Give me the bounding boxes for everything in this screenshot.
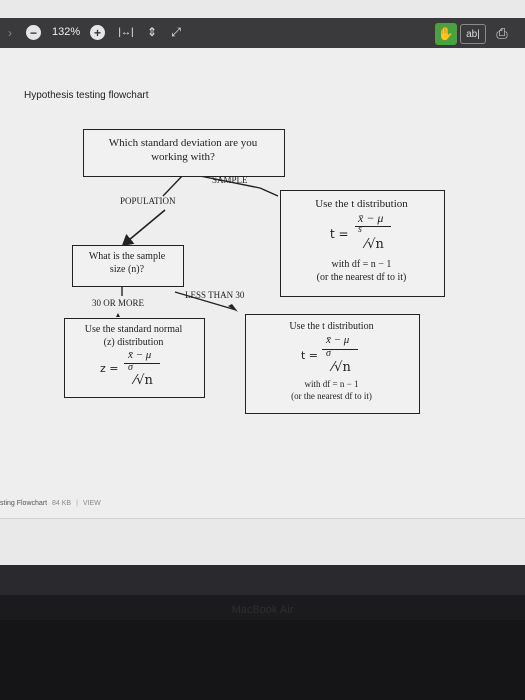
- print-icon[interactable]: ⎙: [496, 24, 508, 41]
- laptop-brand: MacBook Air: [231, 604, 294, 616]
- z-fraction-bar: [124, 363, 160, 364]
- zoom-level[interactable]: 132%: [52, 26, 81, 38]
- t-top-denominator: s: [358, 224, 362, 235]
- z-heading-line2: (z) distribution: [103, 337, 164, 348]
- connector-small-arrow: [116, 313, 120, 317]
- t-top-numerator: x̄ − μ: [358, 211, 384, 225]
- sample-label: SAMPLE: [212, 175, 248, 185]
- t-distribution-box-top: [280, 190, 445, 297]
- sample-size-line2: size (n)?: [109, 264, 145, 275]
- zoom-in-button[interactable]: +: [90, 25, 105, 40]
- z-numerator: x̄ − μ: [128, 349, 152, 361]
- t-bottom-heading: Use the t distribution: [289, 321, 374, 332]
- population-label: POPULATION: [120, 196, 176, 206]
- view-link[interactable]: VIEW: [82, 500, 101, 507]
- t-distribution-box-bottom: [245, 314, 420, 414]
- screen: › − 132% + |↔| ⇕ ⤢ ✋ ab| ⎙ Hypothesis te…: [0, 0, 525, 565]
- file-size: 84 KB: [52, 500, 72, 507]
- fit-width-icon[interactable]: |↔|: [118, 26, 134, 38]
- t-top-nearest: (or the nearest df to it): [316, 272, 407, 283]
- file-name: sting Flowchart: [0, 500, 48, 507]
- sample-size-box: [72, 245, 184, 287]
- desk-area: [0, 620, 525, 700]
- hand-tool-button[interactable]: ✋: [435, 23, 457, 45]
- start-question-line2: working with?: [151, 151, 215, 163]
- page-divider: [0, 518, 525, 519]
- zoom-out-button[interactable]: −: [26, 25, 41, 40]
- connector-population-arrow: [121, 209, 166, 247]
- t-bottom-nearest: (or the nearest df to it): [291, 391, 372, 401]
- text-tool-button[interactable]: ab|: [460, 24, 486, 44]
- t-top-sqrt-n: ⁄√n: [365, 237, 384, 252]
- t-bottom-sqrt-n: ⁄√n: [332, 360, 351, 375]
- divider: |: [76, 500, 78, 507]
- t-bottom-fraction-bar: [322, 349, 358, 350]
- chevron-right-icon[interactable]: ›: [8, 26, 12, 40]
- small-sample-label: LESS THAN 30: [185, 290, 245, 300]
- start-question-line1: Which standard deviation are you: [108, 137, 258, 149]
- sample-size-line1: What is the sample: [88, 251, 166, 262]
- hand-icon: ✋: [437, 26, 455, 41]
- connector-less-than: [174, 291, 237, 311]
- z-sqrt-n: ⁄√n: [134, 373, 153, 388]
- file-status-bar: sting Flowchart 84 KB | VIEW: [0, 500, 101, 507]
- t-top-heading: Use the t distribution: [315, 198, 408, 210]
- large-sample-label: 30 OR MORE: [92, 298, 145, 308]
- start-question-box: [83, 129, 285, 177]
- t-bottom-numerator: x̄ − μ: [326, 334, 350, 346]
- page-title: Hypothesis testing flowchart: [24, 90, 149, 101]
- z-lhs: z =: [100, 362, 119, 375]
- t-bottom-lhs: t =: [301, 349, 319, 362]
- t-bottom-df: with df = n − 1: [304, 379, 359, 389]
- connector-to-sample-box: [259, 187, 279, 197]
- laptop-bezel: [0, 565, 525, 595]
- z-denominator: σ: [128, 362, 133, 373]
- fullscreen-icon[interactable]: ⤢: [171, 24, 181, 39]
- t-top-fraction-bar: [355, 226, 391, 227]
- fit-page-icon[interactable]: ⇕: [146, 25, 158, 39]
- t-top-lhs: t =: [330, 227, 349, 241]
- t-top-df: with df = n − 1: [331, 259, 392, 270]
- z-distribution-box: [64, 318, 205, 398]
- flowchart-connectors: [116, 172, 279, 317]
- t-bottom-denominator: σ: [326, 348, 331, 359]
- z-heading-line1: Use the standard normal: [84, 324, 183, 335]
